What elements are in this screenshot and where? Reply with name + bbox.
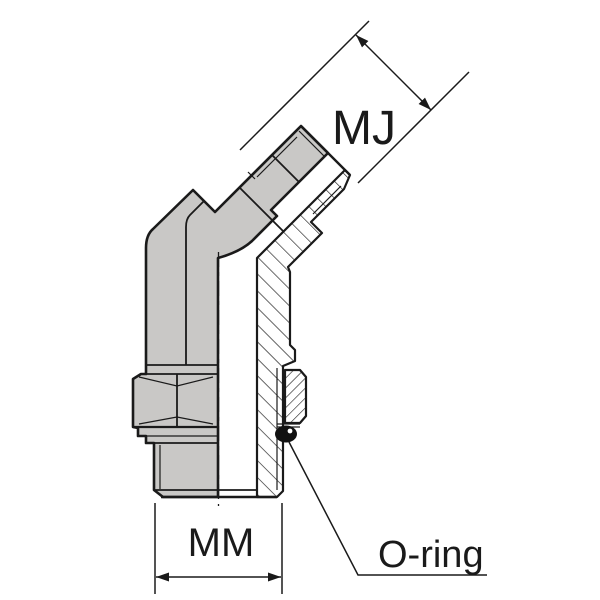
mm-dimension: MM xyxy=(154,503,283,594)
mj-arrowhead-upper xyxy=(356,35,369,48)
oring-leader-line xyxy=(288,441,487,576)
o-ring-seal xyxy=(275,425,297,443)
body-feature-lines xyxy=(141,200,218,375)
mj-dimension: MJ xyxy=(239,20,470,184)
mj-extension-line-left xyxy=(239,20,370,151)
oring-callout: O-ring xyxy=(288,441,487,576)
mm-arrowhead-left xyxy=(156,572,169,582)
mj-arm-details xyxy=(239,125,351,232)
hex-locknut xyxy=(133,374,218,429)
mj-dimension-line xyxy=(355,34,432,111)
label-o-ring: O-ring xyxy=(378,534,484,576)
label-mm: MM xyxy=(188,521,255,565)
label-mj: MJ xyxy=(332,102,396,155)
washer xyxy=(140,435,218,444)
section-hatch xyxy=(255,168,352,499)
mj-extension-line-right xyxy=(357,71,470,184)
mm-thread-stud xyxy=(154,445,256,491)
locknut-section-piece xyxy=(283,368,308,425)
thread-root-line-arm xyxy=(312,185,342,215)
mm-arrowhead-right xyxy=(268,572,281,582)
mj-arrowhead-lower xyxy=(418,97,431,110)
fitting-body xyxy=(131,124,351,499)
